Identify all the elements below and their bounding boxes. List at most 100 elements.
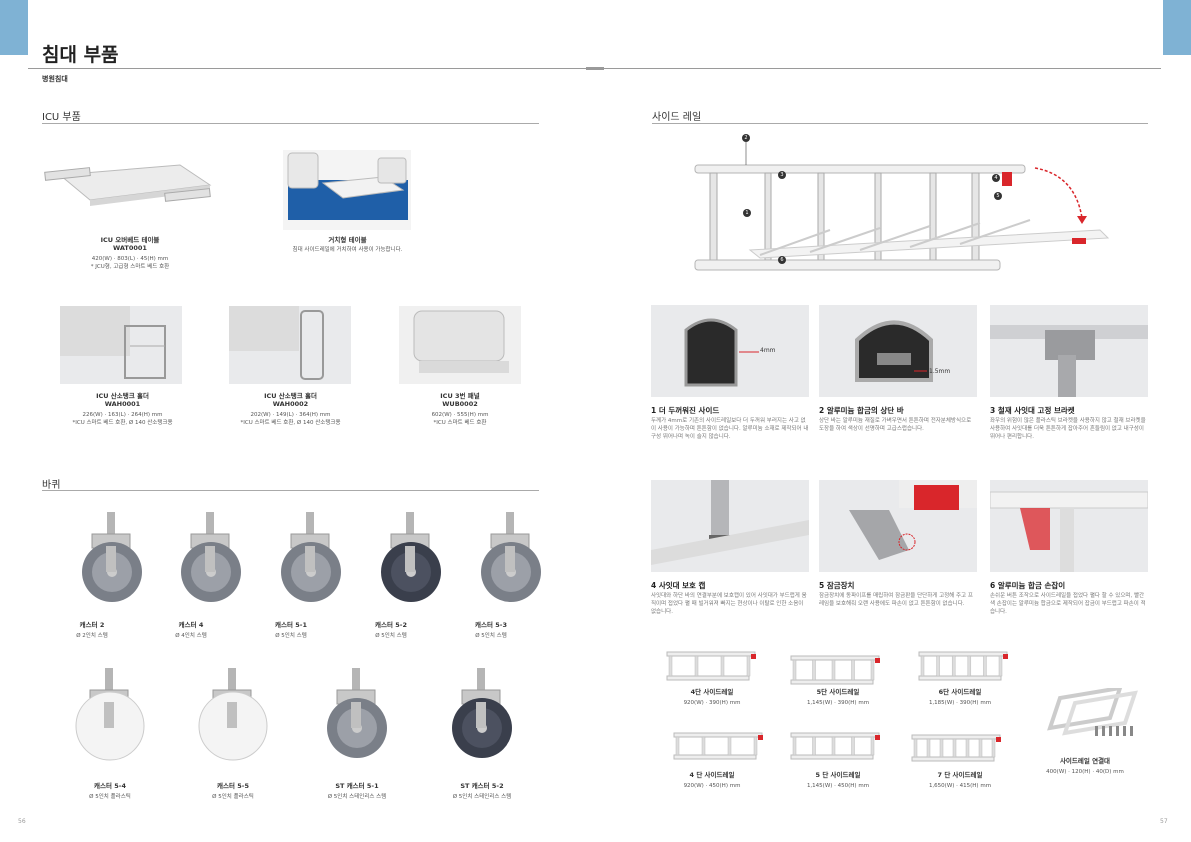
mounted-table-image — [283, 150, 411, 230]
side-rail-spec: 1,145(W) · 390(H) mm — [806, 700, 870, 706]
caster-name: 캐스터 5-4 — [94, 782, 126, 790]
section-rule-side-rail — [652, 123, 1148, 124]
feature-image — [819, 480, 977, 572]
side-rail-spec: 1,185(W) · 390(H) mm — [928, 700, 992, 706]
side-rail-caption: 7 단 사이드레일 1,650(W) · 415(H) mm — [905, 771, 1015, 790]
right-edge-tab — [1163, 0, 1191, 55]
product-code: WAH0001 — [104, 400, 141, 408]
side-rail-caption: 4단 사이드레일 920(W) · 390(H) mm — [657, 688, 767, 707]
feature-title: 2 알루미늄 합금의 상단 바 — [819, 406, 904, 415]
caster-image — [261, 512, 361, 607]
section-rule-icu — [42, 123, 539, 124]
connector-spec: 400(W) · 120(H) · 40(D) mm — [1046, 769, 1124, 775]
feature-description: 좌우의 위험이 많은 플라스틱 브라켓을 사용하지 않고 철재 브라켓을 사용하… — [990, 418, 1146, 440]
connector-caption: 사이드레일 연결대 400(W) · 120(H) · 40(D) mm — [1025, 757, 1145, 776]
title-divider-mark — [586, 67, 604, 70]
side-rail-diagram — [694, 142, 1110, 271]
feature-title: 4 사잇대 보호 캡 — [651, 581, 706, 590]
overbed-table-image — [44, 164, 212, 206]
caster-spec: Ø 5인치 스테인리스 스템 — [327, 794, 387, 800]
feature-description: 손쉬운 버튼 조작으로 사이드레일을 접었다 펼다 할 수 있으며, 빨간색 손… — [990, 593, 1146, 615]
caster-name: 캐스터 5-3 — [475, 621, 507, 629]
product-name: ICU 산소탱크 홀더 — [96, 392, 149, 400]
product-note: *ICU 스마트 베드 호환 — [433, 420, 487, 426]
side-rail-image — [917, 650, 1015, 686]
product-spec: 602(W) · 555(H) mm — [431, 412, 489, 418]
side-rail-spec: 1,650(W) · 415(H) mm — [928, 783, 992, 789]
oxygen-holder-1-image — [60, 306, 182, 384]
feature-image: 4mm — [651, 305, 809, 397]
diagram-marker: 2 — [742, 134, 750, 142]
product-spec: 202(W) · 149(L) · 364(H) mm — [250, 412, 331, 418]
caster-caption: ST 캐스터 5-2 Ø 5인치 스테인리스 스템 — [427, 782, 537, 801]
product-name: ICU 산소탱크 홀더 — [264, 392, 317, 400]
rail-connector-image — [1047, 688, 1138, 736]
product-spec: 226(W) · 163(L) · 264(H) mm — [82, 412, 163, 418]
diagram-marker: 5 — [994, 192, 1002, 200]
product-name: ICU 오버베드 테이블 — [100, 236, 160, 244]
product-name: 거치형 테이블 — [328, 236, 367, 244]
side-rail-caption: 6단 사이드레일 1,185(W) · 390(H) mm — [905, 688, 1015, 707]
side-rail-image — [665, 650, 763, 686]
caster-name: ST 캐스터 5-2 — [460, 782, 504, 790]
side-rail-name: 5 단 사이드레일 — [815, 771, 861, 779]
caster-caption: 캐스터 2 Ø 2인치 스템 — [42, 621, 142, 640]
dimension-label: 1.5mm — [929, 368, 951, 375]
product-caption-overbed: ICU 오버베드 테이블 WAT0001 420(W) · 803(L) · 4… — [50, 236, 210, 271]
caster-image — [60, 668, 160, 763]
side-rail-spec: 920(W) · 390(H) mm — [683, 700, 741, 706]
page-title: 침대 부품 — [42, 44, 119, 66]
side-rail-image — [910, 733, 1008, 767]
product-code: WUB0002 — [442, 400, 478, 408]
feature-title: 1 더 두꺼워진 사이드 — [651, 406, 720, 415]
feature-image — [651, 480, 809, 572]
caster-spec: Ø 5인치 스테인리스 스템 — [452, 794, 512, 800]
product-note: *ICU 스마트 베드 호환, Ø 140 산소탱크용 — [72, 420, 173, 426]
caster-spec: Ø 5인치 스템 — [275, 633, 307, 639]
caster-spec: Ø 5인치 스템 — [375, 633, 407, 639]
side-rail-name: 7 단 사이드레일 — [937, 771, 983, 779]
side-rail-name: 4단 사이드레일 — [690, 688, 734, 696]
side-rail-image — [789, 654, 887, 690]
caster-name: 캐스터 2 — [79, 621, 105, 629]
caster-spec: Ø 5인치 플라스틱 — [89, 794, 131, 800]
caster-spec: Ø 2인치 스템 — [76, 633, 108, 639]
product-caption-oxygen-2: ICU 산소탱크 홀더 WAH0002 202(W) · 149(L) · 36… — [213, 392, 368, 427]
caster-image — [432, 668, 532, 763]
feature-title: 5 잠금장치 — [819, 581, 855, 590]
product-caption-mounted: 거치형 테이블 침대 사이드레일에 거치하여 사용이 가능합니다. — [270, 236, 425, 254]
side-rail-spec: 920(W) · 450(H) mm — [683, 783, 741, 789]
caster-image — [183, 668, 283, 763]
product-spec: 침대 사이드레일에 거치하여 사용이 가능합니다. — [292, 247, 403, 253]
feature-description: 잠금장치에 동파이프를 매립하여 잠금판을 단단하게 고정해 주고 프레임을 보… — [819, 593, 973, 607]
side-rail-image — [672, 731, 770, 765]
section-rule-caster — [42, 490, 539, 491]
product-caption-oxygen-1: ICU 산소탱크 홀더 WAH0001 226(W) · 163(L) · 26… — [45, 392, 200, 427]
product-name: ICU 3번 패널 — [440, 392, 480, 400]
product-code: WAH0002 — [272, 400, 309, 408]
diagram-marker: 3 — [778, 171, 786, 179]
product-note: * JCU형, 고급형 스마트 베드 호환 — [90, 264, 170, 270]
dimension-label: 4mm — [760, 347, 776, 354]
caster-name: 캐스터 5-5 — [217, 782, 249, 790]
product-note: *ICU 스마트 베드 호환, Ø 140 산소탱크용 — [240, 420, 341, 426]
section-title-icu: ICU 부품 — [42, 112, 81, 123]
oxygen-holder-2-image — [229, 306, 351, 384]
section-title-caster: 바퀴 — [42, 480, 61, 491]
caster-image — [361, 512, 461, 607]
feature-image — [989, 480, 1149, 572]
page-number-left: 56 — [18, 818, 26, 825]
feature-description: 상단 바는 알루미늄 재질로 가벼우면서 튼튼하며 전자분체방식으로 도장을 하… — [819, 418, 972, 432]
feature-description: 사잇대와 하단 바의 연결부분에 보호캡이 있어 사잇대가 부드럽게 움직이며 … — [651, 593, 807, 615]
side-rail-name: 4 단 사이드레일 — [689, 771, 735, 779]
side-rail-name: 6단 사이드레일 — [938, 688, 982, 696]
section-title-side-rail: 사이드 레일 — [652, 112, 702, 123]
feature-image: 1.5mm — [819, 305, 977, 397]
